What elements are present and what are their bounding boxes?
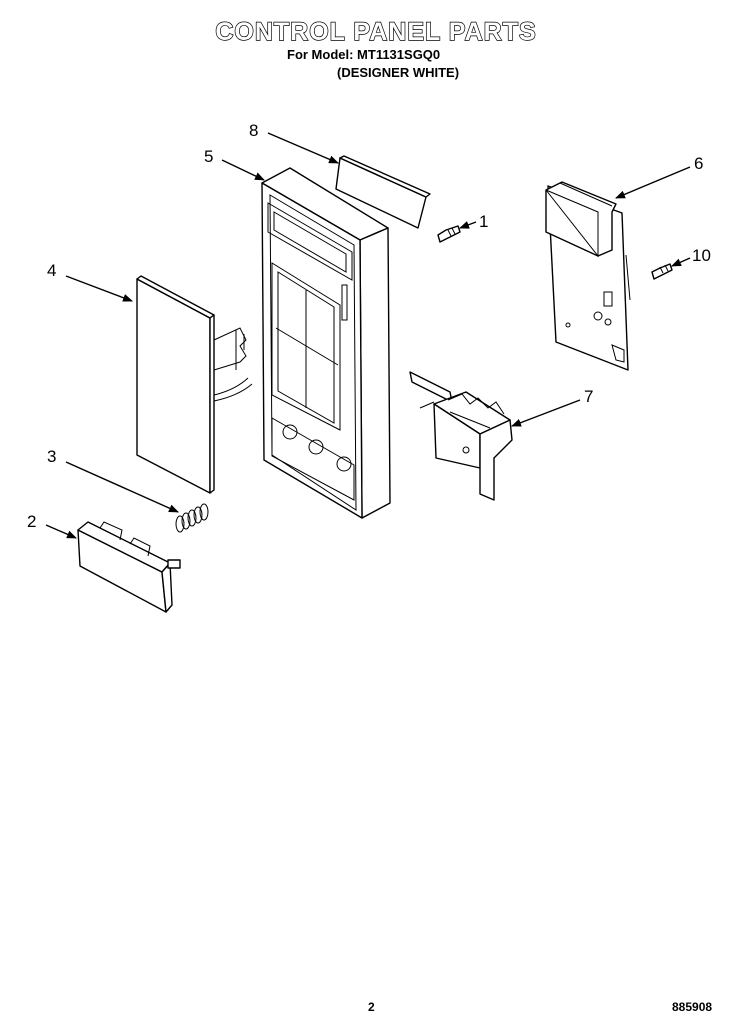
- leader-2: [45, 524, 77, 539]
- part-1-screw: [437, 225, 461, 243]
- callout-3: 3: [47, 447, 56, 466]
- leader-4: [65, 275, 133, 302]
- part-2-door-button: [77, 521, 181, 613]
- callout-6: 6: [694, 154, 703, 173]
- variant-line: (DESIGNER WHITE): [337, 65, 460, 80]
- callout-1: 1: [479, 212, 488, 231]
- part-4-touch-pad: [136, 275, 253, 494]
- document-number: 885908: [672, 1000, 713, 1014]
- page-number: 2: [368, 1000, 375, 1014]
- page-title: CONTROL PANEL PARTS: [215, 17, 537, 46]
- callout-10: 10: [692, 246, 711, 265]
- part-7-latch-housing: [409, 371, 513, 501]
- part-8-display-window: [335, 155, 431, 229]
- leader-8: [267, 132, 339, 164]
- leader-10: [671, 257, 691, 267]
- callout-2: 2: [27, 512, 36, 531]
- leader-6: [615, 166, 691, 199]
- part-3-spring: [175, 503, 209, 533]
- leader-3: [65, 461, 179, 513]
- part-5-control-panel-frame: [261, 167, 391, 519]
- callout-4: 4: [47, 261, 56, 280]
- leader-7: [511, 399, 581, 427]
- callout-7: 7: [584, 387, 593, 406]
- leader-5: [221, 159, 265, 181]
- callout-5: 5: [204, 147, 213, 166]
- callout-8: 8: [249, 121, 258, 140]
- part-10-screw: [651, 263, 673, 280]
- leader-1: [459, 221, 477, 229]
- part-6-control-board: [545, 181, 631, 371]
- model-line: For Model: MT1131SGQ0: [287, 47, 441, 62]
